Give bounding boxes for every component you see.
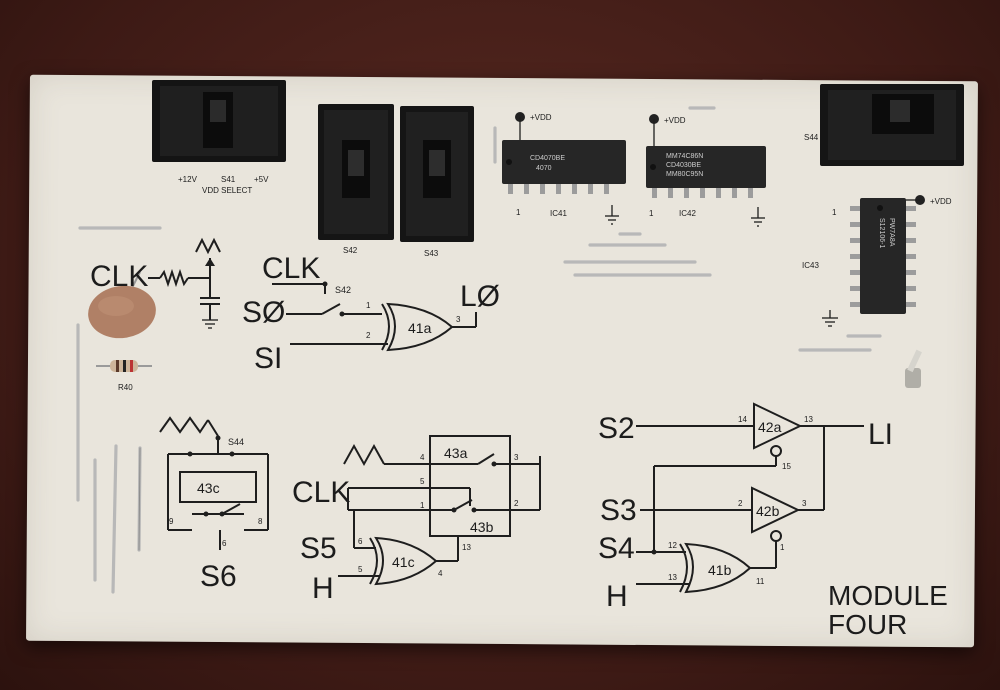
gate-42b-label: 42b: [756, 503, 780, 519]
pin-43a-5: 5: [420, 477, 425, 486]
pin-43b-13: 13: [462, 543, 471, 552]
ic43-pin1: 1: [832, 208, 837, 217]
s0-label: SØ: [242, 296, 285, 329]
ic41-marking-1: CD4070BE: [530, 155, 565, 162]
pin-42a-13: 13: [804, 415, 813, 424]
pin-43b-2: 2: [514, 499, 519, 508]
s41-vdd-12-label: +12V: [178, 175, 198, 184]
ic41-ground-symbol: [605, 205, 619, 225]
jumper-wires: [76, 106, 882, 594]
gate-41c-label: 41c: [392, 554, 415, 570]
pin-41c-5: 5: [358, 565, 363, 574]
pin-43c-8: 8: [258, 517, 263, 526]
gate-42a-label: 42a: [758, 419, 782, 435]
pin-43c-6: 6: [222, 539, 227, 548]
pin-42b-2: 2: [738, 499, 743, 508]
ceramic-capacitor: [88, 271, 156, 339]
ic42-pin1: 1: [649, 209, 654, 218]
s44-label: S44: [804, 133, 819, 142]
clk-label-3: CLK: [292, 476, 350, 509]
r40-label: R40: [118, 383, 133, 392]
h-label-1: H: [312, 572, 334, 605]
gate-42-41b-symbol: [636, 402, 864, 594]
l1-label: LI: [868, 418, 893, 451]
vdd-select-caption: VDD SELECT: [202, 186, 252, 195]
s6-label: S6: [200, 560, 237, 593]
ic41-marking-2: 4070: [536, 165, 552, 172]
chip-ic41: [502, 112, 626, 194]
switch-s41[interactable]: [152, 80, 286, 162]
pin-41a-1: 1: [366, 301, 371, 310]
pin-43b-1: 1: [420, 501, 425, 510]
module-title-line2: FOUR: [828, 609, 907, 640]
ic41-label: IC41: [550, 209, 567, 218]
s41-vdd-5-label: +5V: [254, 175, 269, 184]
s44-schematic-label: S44: [228, 437, 244, 447]
ic43-label: IC43: [802, 261, 819, 270]
ic41-vdd-label: +VDD: [530, 113, 552, 122]
pin-43a-3: 3: [514, 453, 519, 462]
pin-41b-11: 11: [756, 577, 765, 586]
gate-43c-label: 43c: [197, 480, 220, 496]
module-title-line1: MODULE: [828, 580, 948, 611]
s43-label: S43: [424, 249, 439, 258]
switch-s42[interactable]: [318, 104, 394, 240]
pin-42a-15: 15: [782, 462, 791, 471]
ic43-marking-2: PW7A8A: [888, 218, 895, 247]
gate-41a-symbol: [272, 281, 477, 352]
pin-43a-4: 4: [420, 453, 425, 462]
s1-label: SI: [254, 342, 282, 375]
s42-label: S42: [343, 246, 358, 255]
gate-43b-label: 43b: [470, 519, 494, 535]
switch-s43[interactable]: [400, 106, 474, 242]
s5-label: S5: [300, 532, 337, 565]
clock-rc-symbol: [148, 237, 221, 329]
pin-41a-2: 2: [366, 331, 371, 340]
s3-label: S3: [600, 494, 637, 527]
resistor-r40: [96, 360, 152, 372]
pin-41c-4: 4: [438, 569, 443, 578]
toggle-lever[interactable]: [905, 349, 922, 388]
gate-43a-43b-symbol: [338, 435, 541, 586]
ic43-marking-1: S12106-1: [878, 218, 885, 248]
clk-label-1: CLK: [90, 260, 148, 293]
s42-schematic-label: S42: [335, 285, 351, 295]
switch-s44[interactable]: [820, 84, 964, 166]
ic42-label: IC42: [679, 209, 696, 218]
chip-ic42: [646, 114, 766, 198]
gate-41a-label: 41a: [408, 320, 432, 336]
ic43-vdd-label: +VDD: [930, 197, 952, 206]
pin-42b-1: 1: [780, 543, 785, 552]
ic42-marking-1: MM74C86N: [666, 153, 703, 160]
gate-43a-label: 43a: [444, 445, 468, 461]
s2-label: S2: [598, 412, 635, 445]
ic41-pin1: 1: [516, 208, 521, 217]
l0-label: LØ: [460, 280, 500, 313]
pin-41c-6: 6: [358, 537, 363, 546]
ic42-marking-2: CD4030BE: [666, 162, 701, 169]
ic42-marking-3: MM80C95N: [666, 171, 703, 178]
pin-41b-12: 12: [668, 541, 677, 550]
s4-label: S4: [598, 532, 635, 565]
ic43-ground-symbol: [822, 310, 838, 327]
h-label-2: H: [606, 580, 628, 613]
gate-43c-symbol: [159, 416, 269, 550]
pin-41b-13: 13: [668, 573, 677, 582]
s41-label: S41: [221, 175, 236, 184]
gate-41b-label: 41b: [708, 562, 732, 578]
pin-41a-3: 3: [456, 315, 461, 324]
pin-42a-14: 14: [738, 415, 747, 424]
pin-43c-9: 9: [169, 517, 174, 526]
pin-42b-3: 3: [802, 499, 807, 508]
clk-label-2: CLK: [262, 252, 320, 285]
chip-ic43: [850, 195, 925, 314]
ic42-vdd-label: +VDD: [664, 116, 686, 125]
ic42-ground-symbol: [751, 207, 765, 227]
